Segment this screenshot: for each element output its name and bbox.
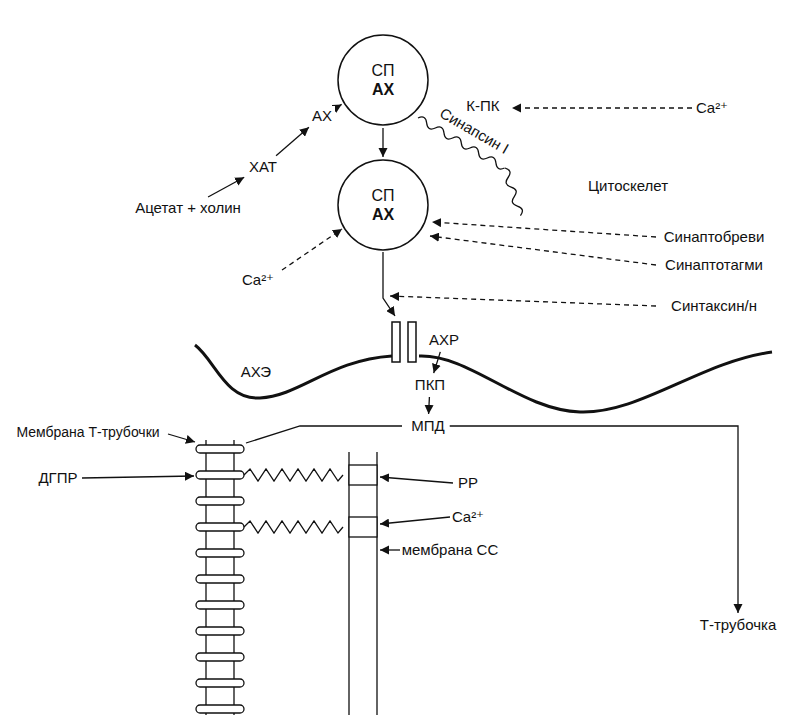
flow-arrow (276, 127, 309, 155)
vesicle-outline (337, 34, 429, 126)
dhpr-pill (196, 549, 244, 557)
flow-arrow (434, 352, 441, 373)
sr-membrane (349, 452, 377, 715)
dashed-arrow (432, 222, 656, 237)
leader-arrow (168, 434, 195, 442)
postsynaptic-membrane (195, 345, 772, 412)
node-text: СП (371, 186, 394, 205)
t-tubule-pills (196, 445, 244, 713)
vesicle-circle: СПАХ (337, 159, 429, 251)
leader-arrow (380, 517, 450, 524)
coupling-spring (244, 521, 343, 533)
ryanodine-receptor (349, 465, 377, 485)
dhpr-pill (196, 523, 244, 531)
dhpr-pill (196, 471, 244, 479)
part-label: Синтаксин/н (669, 297, 759, 315)
vesicle-outline (338, 35, 428, 125)
node-text: АХ (372, 205, 394, 224)
receptor-subunit (408, 322, 416, 362)
process-label: Ацетат + холин (132, 198, 244, 218)
leader-arrow (82, 476, 194, 478)
dhpr-pill (196, 575, 244, 583)
vesicle-circle: СПАХ (337, 34, 429, 126)
dhpr-pill (196, 679, 244, 687)
dhpr-pill (196, 497, 244, 505)
node-text: Ацетат + холин (135, 199, 241, 217)
signal-line (246, 426, 402, 443)
release-arrow (383, 252, 395, 316)
node-text: ХАТ (249, 158, 277, 176)
part-label: мембрана СС (400, 541, 501, 559)
coupling-spring (244, 469, 343, 481)
flow-arrow (428, 397, 430, 414)
dhpr-pill (196, 653, 244, 661)
vesicle-outline (337, 159, 429, 251)
receptor-subunit (392, 322, 400, 362)
part-label: Синаптобреви (662, 228, 767, 246)
dhpr-pill (196, 627, 244, 635)
process-label: АХ (309, 106, 335, 126)
part-label: Синаптотагми (663, 256, 765, 274)
cytoskeleton-wave (502, 167, 524, 217)
node-text: АХ (312, 107, 332, 125)
node-text: АХ (372, 80, 394, 99)
node-text: МПД (411, 417, 444, 435)
vesicle-outline (338, 160, 428, 250)
flow-arrow (450, 426, 738, 613)
dashed-arrow (390, 296, 656, 306)
process-label: Т-трубочка (697, 615, 780, 635)
process-label: МПД (408, 416, 447, 436)
flow-arrow (337, 104, 342, 107)
part-label: Цитоскелет (586, 177, 670, 195)
part-label: К-ПК (464, 97, 501, 115)
node-text: СП (371, 61, 394, 80)
dhpr-pill (196, 601, 244, 609)
dashed-arrow (430, 236, 656, 265)
dhpr-pill (196, 705, 244, 713)
node-text: Т-трубочка (700, 616, 777, 634)
dashed-arrow (512, 107, 692, 108)
part-label: АХЭ (239, 363, 273, 381)
dashed-arrow (282, 229, 342, 270)
flow-arrow (208, 177, 244, 197)
part-label: Ca²⁺ (450, 508, 486, 526)
ryanodine-receptor (349, 517, 377, 537)
node-text: АХР (429, 331, 459, 349)
process-label: ПКП (412, 375, 448, 395)
flow-arrow (382, 128, 383, 157)
part-label: Мембрана Т-трубочки (14, 423, 161, 441)
part-label: Ca²⁺ (694, 99, 730, 117)
part-label: ДГПР (36, 469, 79, 487)
process-label: ХАТ (246, 157, 280, 177)
dhpr-pill (196, 445, 244, 453)
node-text: ПКП (415, 376, 445, 394)
part-label: РР (456, 474, 480, 492)
part-label: Ca²⁺ (240, 271, 276, 289)
process-label: АХР (426, 330, 462, 350)
leader-arrow (380, 477, 453, 483)
